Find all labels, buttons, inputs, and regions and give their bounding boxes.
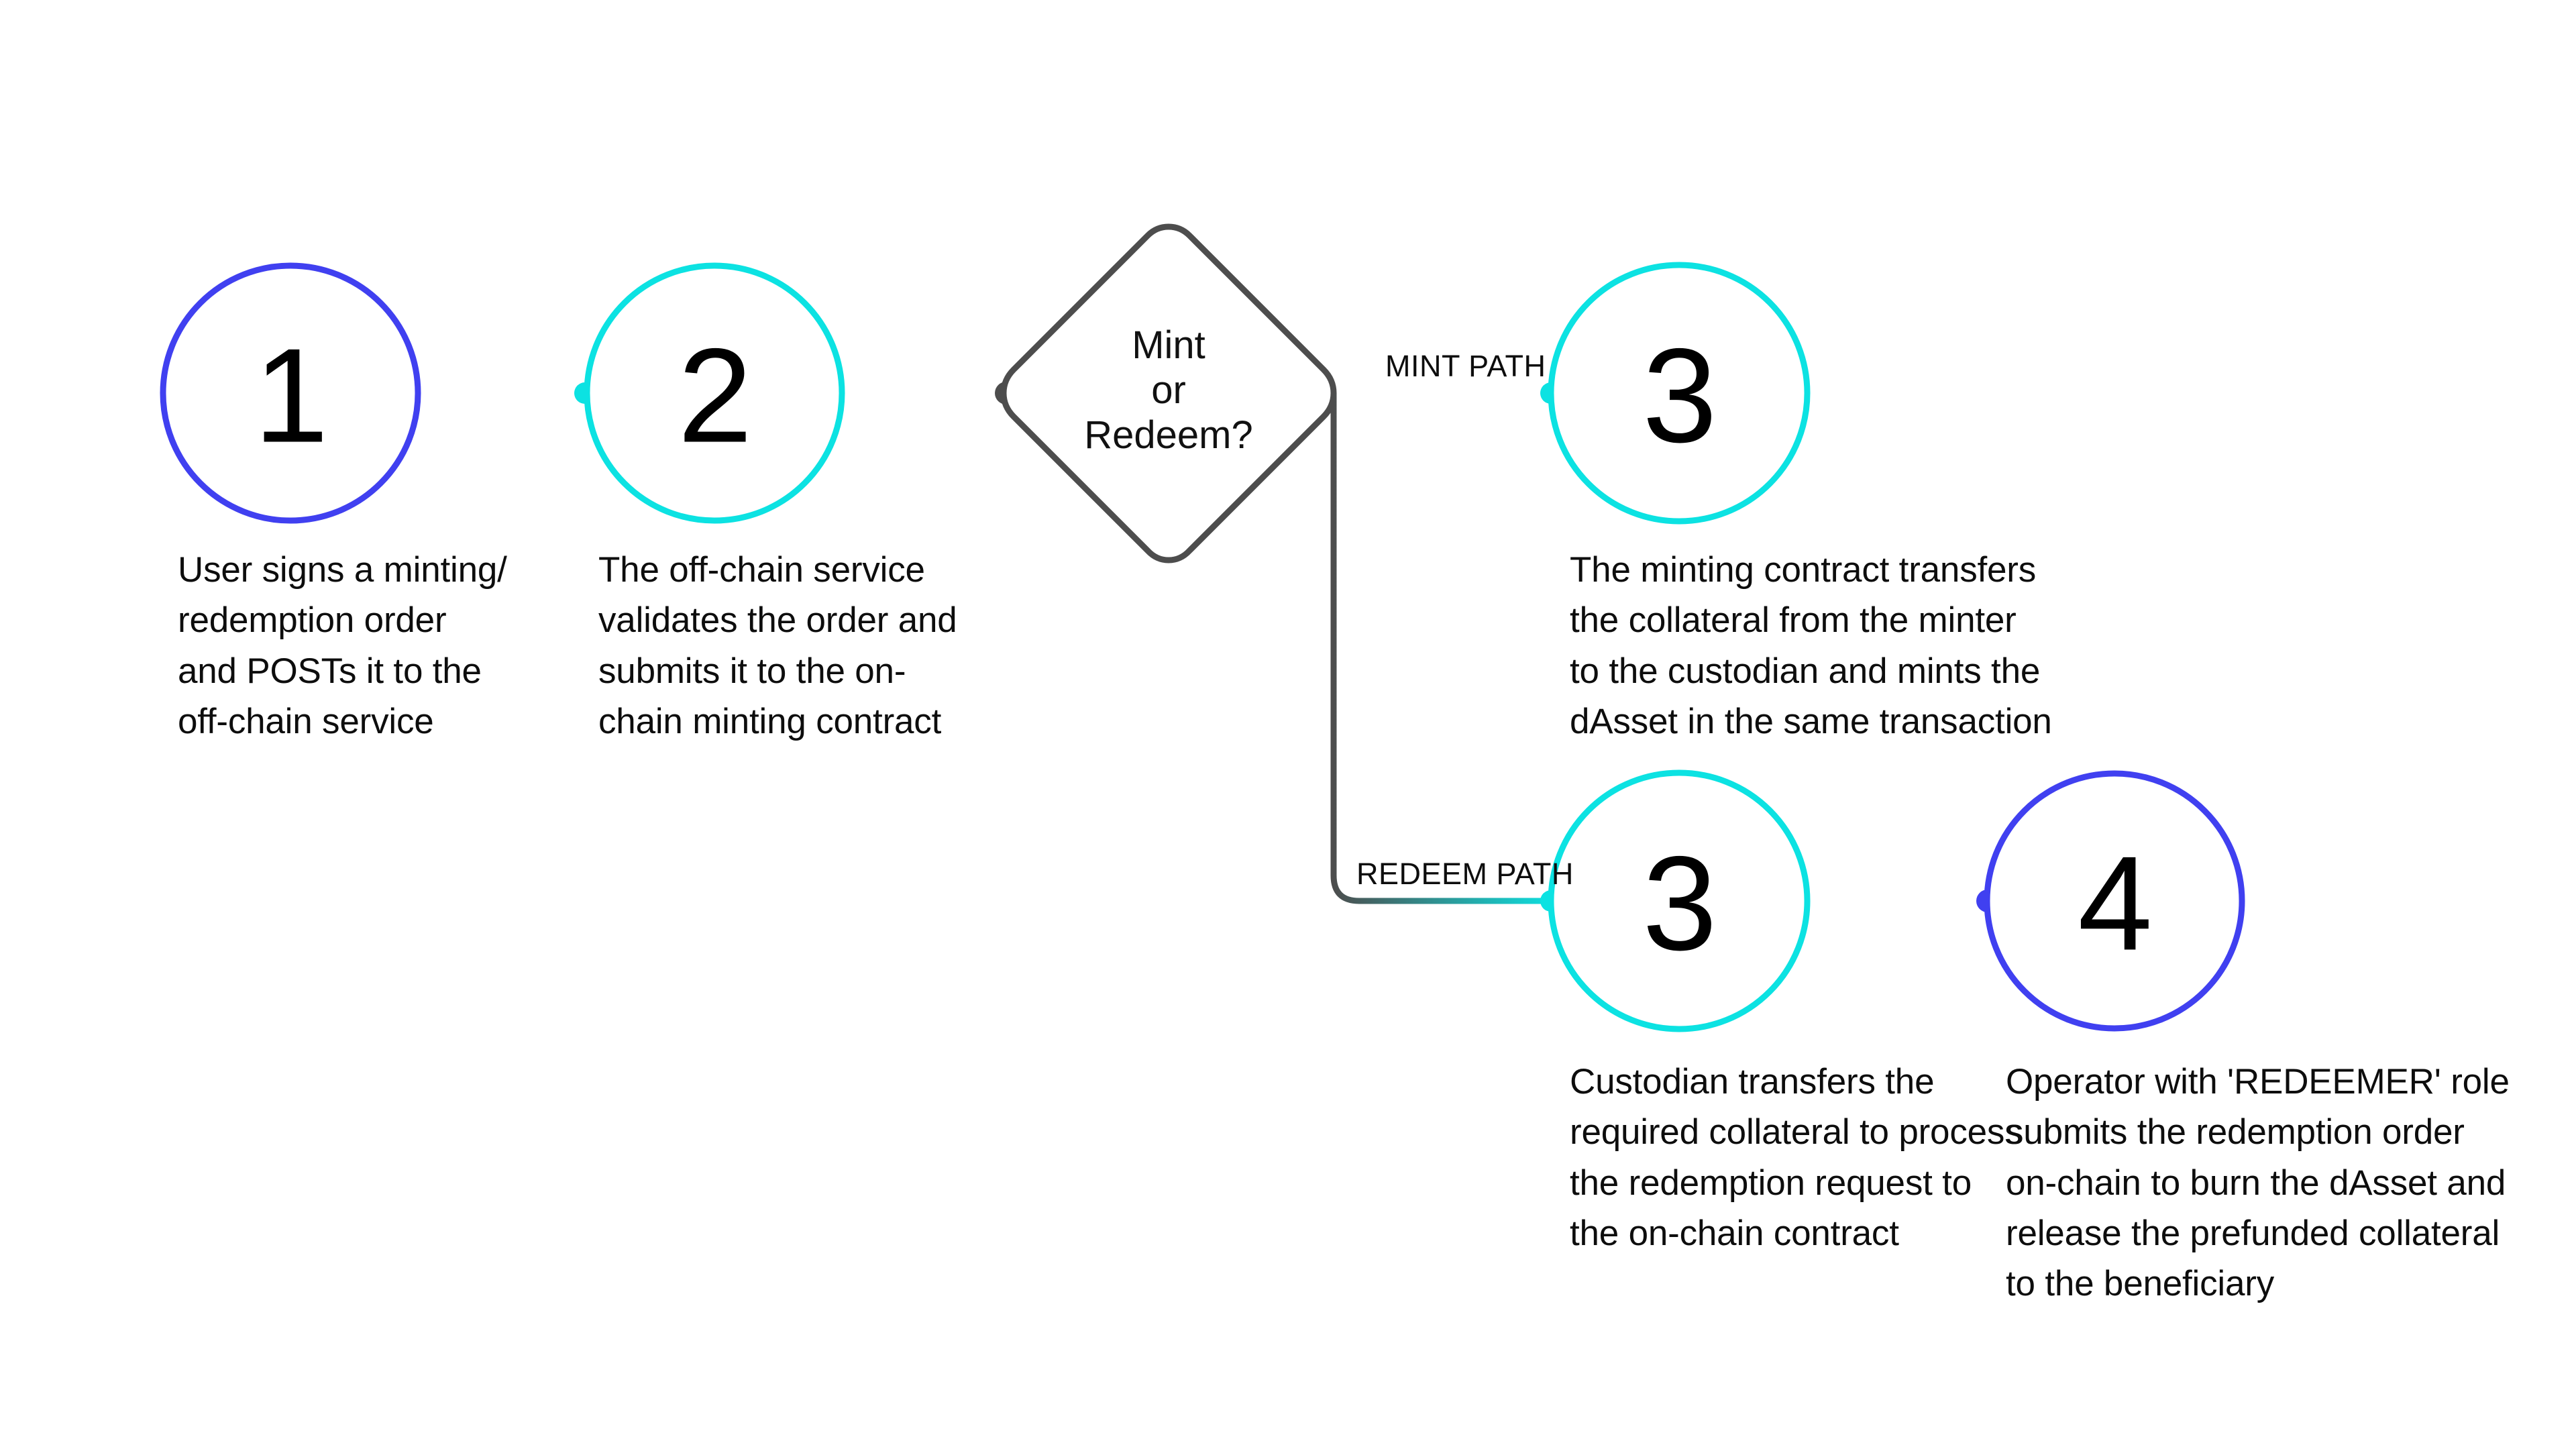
step-2-caption: The off-chain service validates the orde… xyxy=(598,550,957,741)
step-3-redeem-circle[interactable] xyxy=(1548,769,1811,1032)
step-3-mint-number: 3 xyxy=(1642,321,1715,471)
step-3-mint-caption: The minting contract transfers the colla… xyxy=(1570,550,2052,741)
step-3-mint-circle[interactable] xyxy=(1548,262,1811,525)
step-4-caption: Operator with 'REDEEMER' role submits th… xyxy=(2006,1062,2510,1303)
step-3-redeem-caption: Custodian transfers the required collate… xyxy=(1570,1062,2023,1253)
step-4-number: 4 xyxy=(2078,829,2151,979)
step-1-number: 1 xyxy=(254,321,327,471)
redeem-path-label: REDEEM PATH xyxy=(1356,857,1574,891)
step-1-caption: User signs a minting/ redemption order a… xyxy=(178,550,507,741)
mint-path-label: MINT PATH xyxy=(1385,349,1546,383)
decision-label-line2: or xyxy=(1151,368,1186,412)
step-2-circle[interactable] xyxy=(584,262,845,524)
step-1-circle[interactable] xyxy=(160,262,421,524)
decision-diamond-shape xyxy=(1000,223,1337,564)
decision-label-line1: Mint xyxy=(1132,323,1205,367)
step-4-circle[interactable] xyxy=(1984,770,2245,1032)
step-2-number: 2 xyxy=(678,321,751,471)
connector-redeem-branch xyxy=(1330,393,1556,904)
step-3-redeem-number: 3 xyxy=(1642,829,1715,979)
decision-label-line3: Redeem? xyxy=(1084,413,1252,457)
